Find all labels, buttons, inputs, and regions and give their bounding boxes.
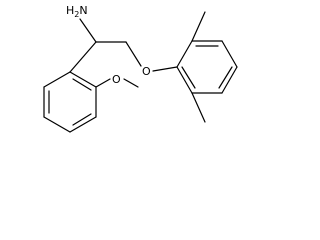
chemical-structure: H2N O O (43, 4, 238, 133)
chiral-to-amine-bond (79, 18, 97, 43)
methylene-to-oxygen-bond (125, 41, 142, 67)
amine-label: H2N (66, 4, 88, 19)
methoxy-oxygen-label: O (112, 73, 121, 86)
top-methyl-bond (191, 11, 206, 42)
oxygen-to-ring-bond (152, 66, 178, 72)
bottom-methyl-bond (191, 92, 206, 123)
ring-to-chiral-bond (69, 41, 97, 73)
methoxyphenyl-ring (43, 71, 97, 133)
dimethylphenyl-ring (176, 40, 238, 94)
methoxy-methyl-bond (123, 78, 139, 88)
ring-to-methoxy-oxygen-bond (95, 78, 111, 88)
ether-oxygen-label: O (142, 65, 151, 78)
